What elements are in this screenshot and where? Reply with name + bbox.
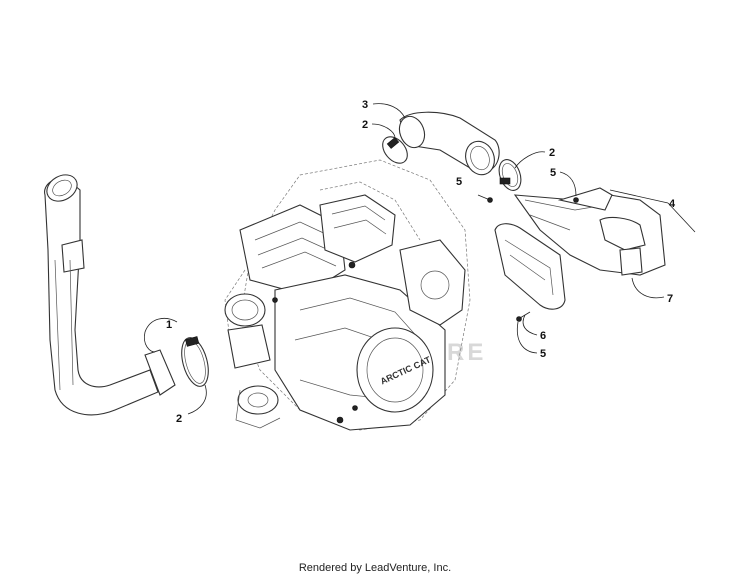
callout-4: 4 xyxy=(669,198,676,210)
screw-part-5-right xyxy=(573,197,579,203)
airbox-cover-part-6 xyxy=(494,223,566,310)
hose-clamp-lower-part-2 xyxy=(181,336,209,387)
callout-5-upper: 5 xyxy=(456,176,462,188)
callout-5-lower: 5 xyxy=(540,348,546,360)
intake-boot-part-3 xyxy=(398,111,500,176)
footer-credit: Rendered by LeadVenture, Inc. xyxy=(298,562,452,574)
intake-duct-part-1 xyxy=(44,174,176,416)
callout-2-right: 2 xyxy=(549,147,555,159)
callout-3: 3 xyxy=(362,99,368,111)
screw-part-5-upper xyxy=(477,194,493,203)
intake-tab-part-7 xyxy=(619,247,643,276)
callout-2-lower: 2 xyxy=(176,413,182,425)
callout-6: 6 xyxy=(540,330,546,342)
callout-1: 1 xyxy=(166,319,172,331)
leader-lines xyxy=(143,103,696,415)
callout-7: 7 xyxy=(667,293,673,305)
callout-5-top-right: 5 xyxy=(550,167,556,179)
hose-clamp-upper-part-2 xyxy=(382,136,408,164)
engine-assembly: ARCTIC CAT xyxy=(224,159,471,431)
callout-2-upper: 2 xyxy=(362,119,368,131)
